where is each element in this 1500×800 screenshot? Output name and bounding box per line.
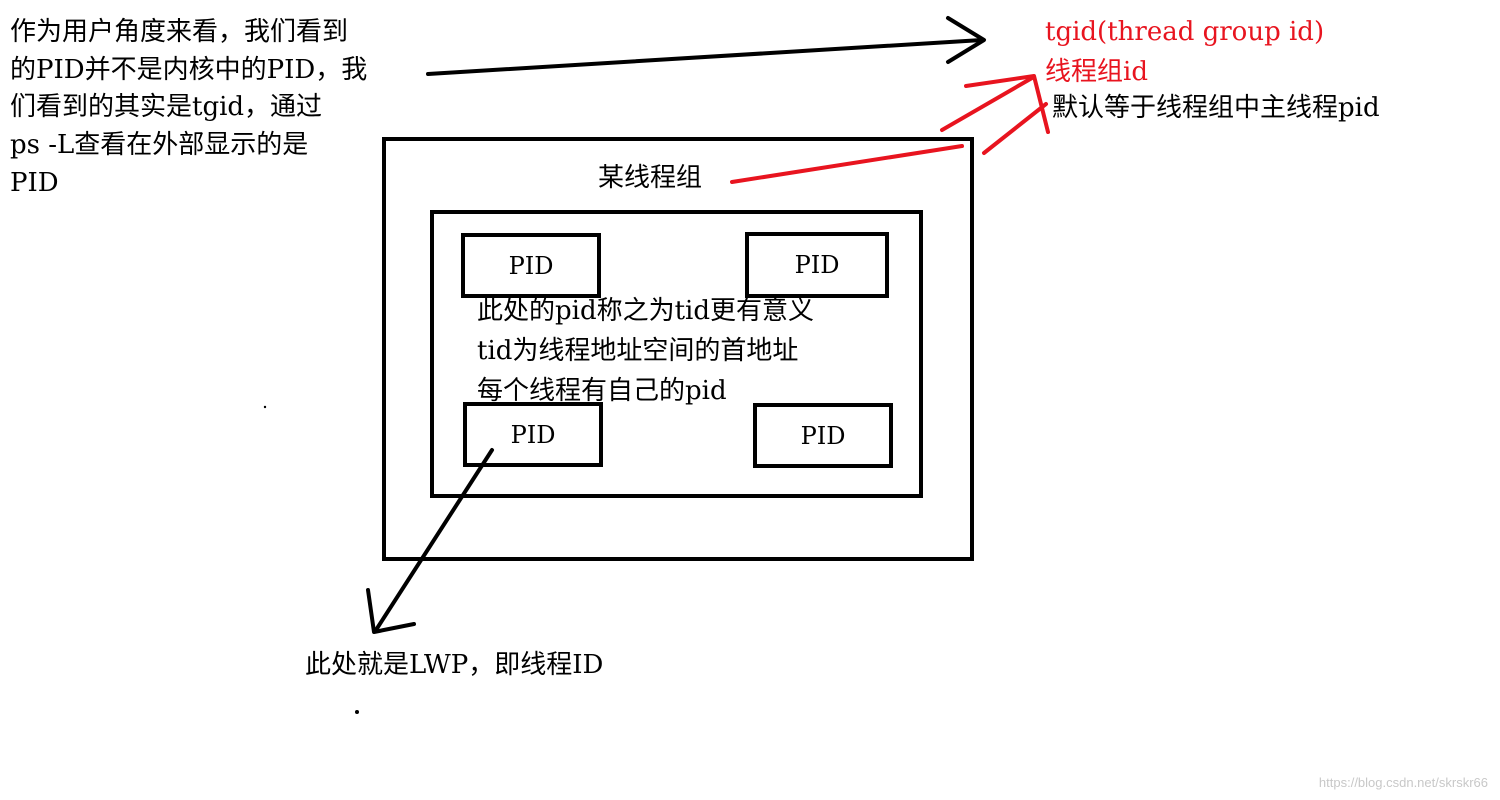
left-note-line: ps -L查看在外部显示的是: [10, 130, 309, 161]
center-note-line: 此处的pid称之为tid更有意义: [477, 296, 815, 326]
stray-dot: [263, 405, 267, 409]
left-note-line: 们看到的其实是tgid，通过: [10, 92, 323, 123]
center-note: 此处的pid称之为tid更有意义 tid为线程地址空间的首地址 每个线程有自己的…: [477, 291, 814, 411]
watermark: https://blog.csdn.net/skrskr66: [1318, 775, 1488, 790]
center-note-line: 每个线程有自己的pid: [477, 376, 727, 406]
stray-dot: [355, 710, 359, 714]
lwp-note: 此处就是LWP，即线程ID: [305, 650, 604, 680]
left-note-line: 作为用户角度来看，我们看到: [10, 17, 349, 47]
pid-box-bottom-right: PID: [753, 403, 893, 468]
pid-box-top-right: PID: [745, 232, 889, 298]
left-note: 作为用户角度来看，我们看到 的PID并不是内核中的PID，我 们看到的其实是tg…: [10, 14, 367, 202]
left-note-line: PID: [10, 167, 59, 198]
black-arrow-to-lwp: [366, 448, 494, 634]
red-stroke-group-to-tgid: [730, 144, 964, 184]
center-note-line: tid为线程地址空间的首地址: [477, 336, 799, 366]
red-arrow-to-tgid: [940, 74, 1050, 155]
thread-group-box: [382, 137, 974, 561]
black-arrow-to-tgid: [426, 16, 986, 76]
threads-container-box: [430, 210, 923, 498]
thread-group-id-label: 线程组id: [1045, 57, 1148, 87]
tgid-default-note: 默认等于线程组中主线程pid: [1052, 93, 1380, 123]
left-note-line: 的PID并不是内核中的PID，我: [10, 54, 368, 85]
thread-group-label: 某线程组: [598, 163, 703, 193]
pid-box-top-left: PID: [461, 233, 601, 298]
tgid-label: tgid(thread group id): [1045, 17, 1325, 47]
